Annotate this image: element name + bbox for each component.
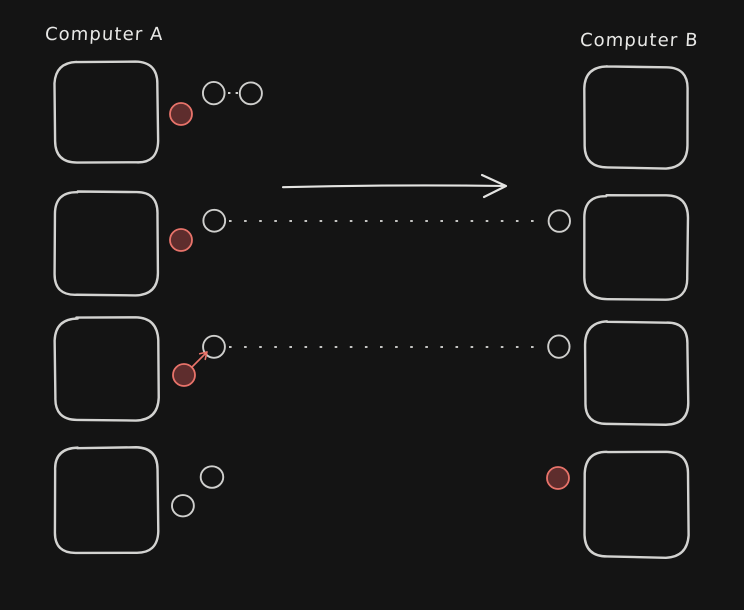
flow-arrow-a-to-b xyxy=(281,173,508,199)
computer-b-box-2 xyxy=(583,194,690,301)
row-2-in-flight-open-circle-1 xyxy=(202,208,227,233)
row-3-acknowledged-open-circle-1 xyxy=(202,334,226,359)
computer-b-label: Computer B xyxy=(579,30,700,51)
row-2-in-flight-red-marker xyxy=(169,228,193,252)
row-3-acknowledged-pointer-arrow-icon xyxy=(191,351,208,368)
row-1-unsent-red-marker xyxy=(169,102,193,126)
row-1-unsent-open-circle-2 xyxy=(238,81,263,106)
computer-b-box-4 xyxy=(583,450,690,559)
row-2-in-flight-open-circle-2 xyxy=(547,209,571,233)
computer-a-box-3 xyxy=(53,316,160,422)
computer-a-label: Computer A xyxy=(44,24,165,45)
row-1-unsent-open-circle-1 xyxy=(201,81,226,106)
computer-a-box-1 xyxy=(53,60,160,164)
computer-b-box-3 xyxy=(583,320,690,426)
computer-a-box-4 xyxy=(53,446,160,555)
row-4-delivered-red-marker xyxy=(546,466,570,490)
row-4-delivered-open-circle-1 xyxy=(199,465,225,489)
row-3-acknowledged-red-marker xyxy=(172,363,196,387)
row-3-acknowledged-open-circle-2 xyxy=(547,334,571,359)
computer-b-box-1 xyxy=(583,65,689,170)
computer-a-box-2 xyxy=(53,190,160,297)
row-4-delivered-open-circle-2 xyxy=(171,494,195,518)
